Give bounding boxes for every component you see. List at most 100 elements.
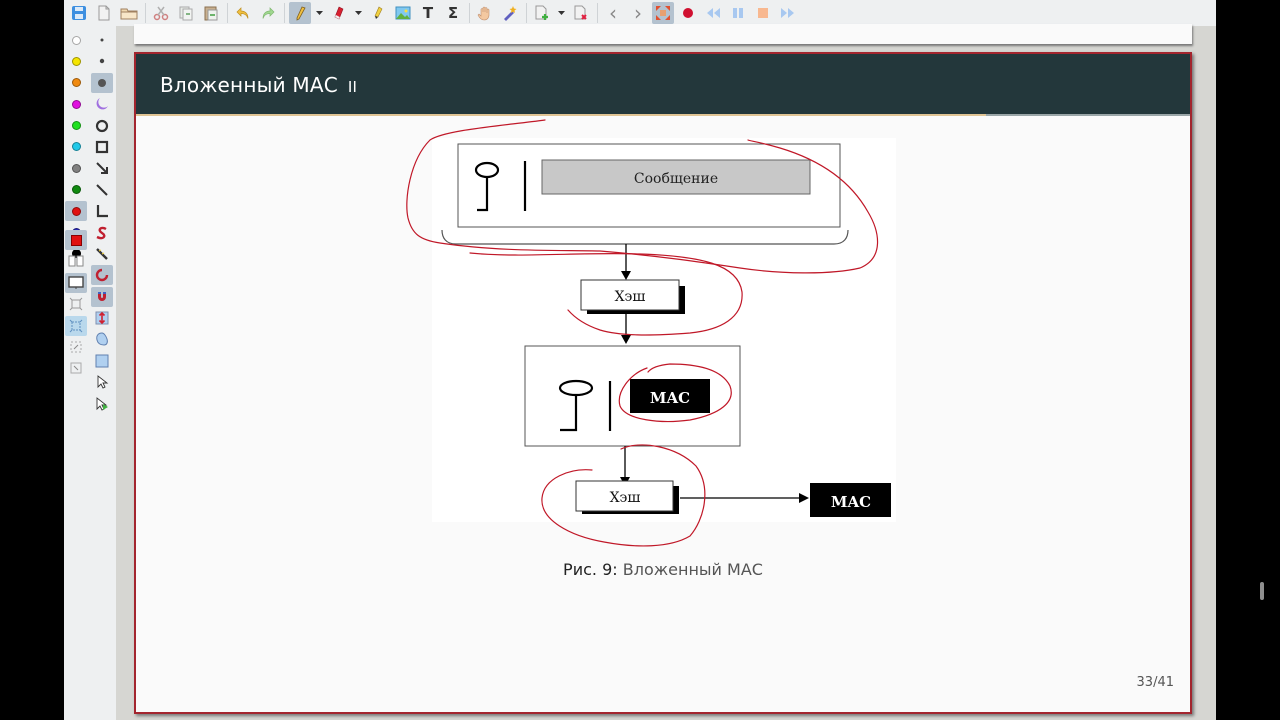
color-swatch-button[interactable]	[65, 158, 87, 178]
highlighter-tool-button[interactable]	[367, 2, 389, 24]
play-object-button[interactable]	[91, 394, 113, 414]
fit-page-button[interactable]	[65, 294, 87, 314]
color-swatch-button[interactable]	[65, 94, 87, 114]
stop-button[interactable]	[752, 2, 774, 24]
delete-page-icon	[574, 5, 587, 20]
fast-forward-button[interactable]	[777, 2, 799, 24]
hash1-label: Хэш	[615, 289, 646, 305]
rectangle-tool-button[interactable]	[91, 137, 113, 157]
record-icon	[683, 8, 693, 18]
ruler-icon	[96, 248, 108, 260]
paste-button[interactable]	[200, 2, 222, 24]
snap-grid-button[interactable]	[91, 286, 113, 307]
color-swatch-button[interactable]	[65, 180, 87, 200]
selected-color-swatch[interactable]	[65, 230, 87, 250]
caption-text: Вложенный МАС	[622, 560, 763, 579]
select-object-button[interactable]	[91, 372, 113, 392]
image-tool-button[interactable]	[392, 2, 414, 24]
color-swatch-button[interactable]	[65, 73, 87, 93]
eraser-dropdown[interactable]	[353, 2, 363, 24]
new-document-button[interactable]	[93, 2, 115, 24]
copy-icon	[179, 6, 193, 21]
add-page-button[interactable]	[531, 2, 553, 24]
pause-icon	[733, 8, 743, 18]
magic-wand-icon	[504, 6, 517, 21]
two-page-view-button[interactable]	[65, 251, 87, 271]
pen-icon	[296, 6, 306, 21]
cursor-play-icon	[96, 396, 108, 411]
axis-tool-button[interactable]	[91, 201, 113, 221]
app-window: T Σ ‹ ›	[64, 0, 1264, 720]
rewind-button[interactable]	[702, 2, 724, 24]
arrow-tool-button[interactable]	[91, 158, 113, 178]
color-dot-icon	[71, 142, 81, 152]
color-dot-icon	[71, 185, 81, 195]
grouping-brace	[441, 229, 849, 245]
color-swatch-button[interactable]	[65, 137, 87, 157]
snap-rotation-button[interactable]	[91, 265, 113, 286]
ruler-tool-button[interactable]	[91, 244, 113, 264]
redo-button[interactable]	[257, 2, 279, 24]
pen-dropdown[interactable]	[314, 2, 324, 24]
dot-medium-icon	[99, 59, 105, 64]
cursor-icon	[97, 375, 109, 389]
open-button[interactable]	[118, 2, 140, 24]
fit-page-icon	[69, 297, 83, 311]
diagram-svg: Сообщение Хэш	[441, 143, 891, 517]
spline-icon	[96, 226, 107, 239]
add-page-dropdown[interactable]	[556, 2, 566, 24]
copy-button[interactable]	[175, 2, 197, 24]
delete-page-button[interactable]	[570, 2, 592, 24]
circle-icon	[95, 119, 109, 132]
crescent-icon	[96, 98, 108, 110]
pause-button[interactable]	[727, 2, 749, 24]
ellipse-tool-button[interactable]	[91, 116, 113, 136]
tool-options	[91, 30, 115, 415]
color-swatch-button[interactable]	[65, 30, 87, 50]
magic-tool-button[interactable]	[499, 2, 521, 24]
pen-size-large-button[interactable]	[91, 72, 113, 93]
next-page-button[interactable]: ›	[627, 2, 649, 24]
presentation-icon	[68, 276, 84, 289]
fit-width-button[interactable]	[65, 315, 87, 336]
eraser-icon	[334, 6, 344, 20]
undo-button[interactable]	[232, 2, 254, 24]
caret-down-icon	[354, 10, 362, 15]
line-tool-button[interactable]	[91, 180, 113, 200]
zoom-in-button[interactable]	[65, 337, 87, 357]
pen-size-small-button[interactable]	[91, 30, 113, 50]
text-tool-button[interactable]: T	[417, 2, 439, 24]
eraser-tool-button[interactable]	[328, 2, 350, 24]
vertical-space-button[interactable]	[91, 308, 113, 328]
fullscreen-button[interactable]	[652, 2, 674, 24]
paste-icon	[204, 6, 218, 21]
hand-tool-button[interactable]	[474, 2, 496, 24]
record-button[interactable]	[677, 2, 699, 24]
cut-button[interactable]	[150, 2, 172, 24]
pen-tool-button[interactable]	[289, 2, 311, 24]
previous-page-button[interactable]: ‹	[602, 2, 624, 24]
color-dot-icon	[71, 206, 81, 216]
spline-tool-button[interactable]	[91, 223, 113, 243]
save-icon	[72, 6, 86, 20]
color-swatch-button[interactable]	[65, 51, 87, 71]
vertical-scrollbar-thumb[interactable]	[1260, 582, 1264, 600]
color-swatch-button[interactable]	[65, 116, 87, 136]
zoom-out-button[interactable]	[65, 358, 87, 378]
presentation-view-button[interactable]	[65, 272, 87, 293]
line-icon	[96, 184, 108, 196]
lasso-select-button[interactable]	[91, 329, 113, 349]
latex-tool-button[interactable]: Σ	[442, 2, 464, 24]
square-icon	[95, 140, 109, 154]
toolbar-separator	[526, 3, 527, 23]
rotate-snap-icon	[95, 269, 109, 282]
rect-select-button[interactable]	[91, 351, 113, 371]
color-swatch-button[interactable]	[65, 201, 87, 222]
pen-size-medium-button[interactable]	[91, 51, 113, 71]
fill-tool-button[interactable]	[91, 94, 113, 114]
previous-page	[134, 24, 1192, 44]
save-button[interactable]	[68, 2, 90, 24]
